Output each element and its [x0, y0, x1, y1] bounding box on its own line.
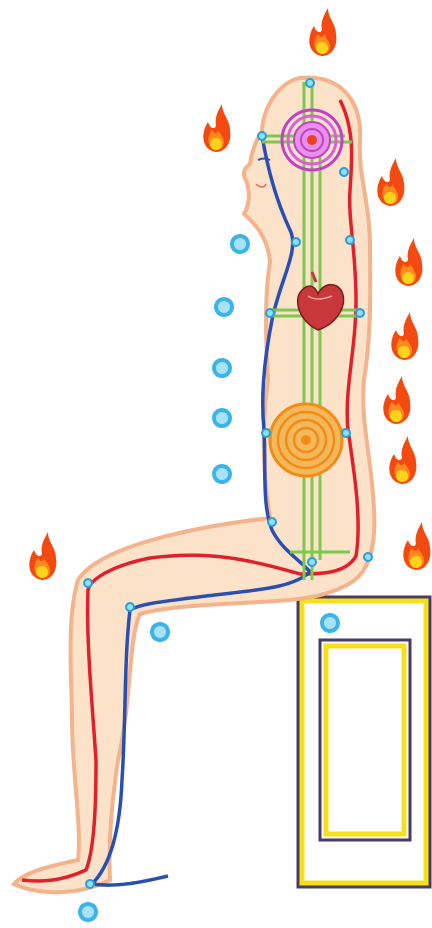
seat-gold-frame: [299, 598, 429, 886]
flame-icon: [395, 238, 423, 286]
red-energy-channel: [21, 99, 360, 883]
flame-icon: [309, 8, 337, 56]
water-droplet-icon: [212, 464, 232, 484]
water-droplet-icon: [212, 358, 232, 378]
flame-icon: [29, 532, 57, 580]
channel-node: [291, 237, 301, 247]
flame-icon: [403, 522, 431, 570]
seat-inner-gold: [323, 643, 407, 837]
seat-box: [296, 595, 432, 889]
channel-node: [261, 428, 271, 438]
flame-icon: [377, 158, 405, 206]
flame-icon: [383, 376, 411, 424]
heart-icon: [297, 271, 345, 331]
channel-node: [305, 78, 315, 88]
channel-node: [265, 308, 275, 318]
water-droplet-icon: [150, 622, 170, 642]
water-droplet-icon: [212, 408, 232, 428]
flame-icon: [389, 436, 417, 484]
channel-node: [257, 131, 267, 141]
lower-spiral-icon: [268, 402, 344, 478]
water-droplets: [78, 234, 340, 922]
channel-node: [125, 602, 135, 612]
channel-node: [339, 167, 349, 177]
channel-node: [307, 557, 317, 567]
channel-node: [363, 552, 373, 562]
water-droplet-icon: [230, 234, 250, 254]
seat-inner-frame: [318, 638, 412, 842]
flame-icon: [391, 312, 419, 360]
face-mouth: [255, 183, 267, 188]
channel-node: [83, 578, 93, 588]
channel-node: [355, 308, 365, 318]
channel-nodes: [83, 78, 373, 889]
channel-node: [85, 879, 95, 889]
channel-node: [267, 517, 277, 527]
upper-spiral-icon: [280, 108, 344, 172]
channel-node: [345, 235, 355, 245]
water-droplet-icon: [214, 297, 234, 317]
face-eye: [257, 157, 271, 161]
flame-icon: [203, 104, 231, 152]
channel-node: [341, 428, 351, 438]
water-droplet-icon: [320, 613, 340, 633]
water-droplet-icon: [78, 902, 98, 922]
